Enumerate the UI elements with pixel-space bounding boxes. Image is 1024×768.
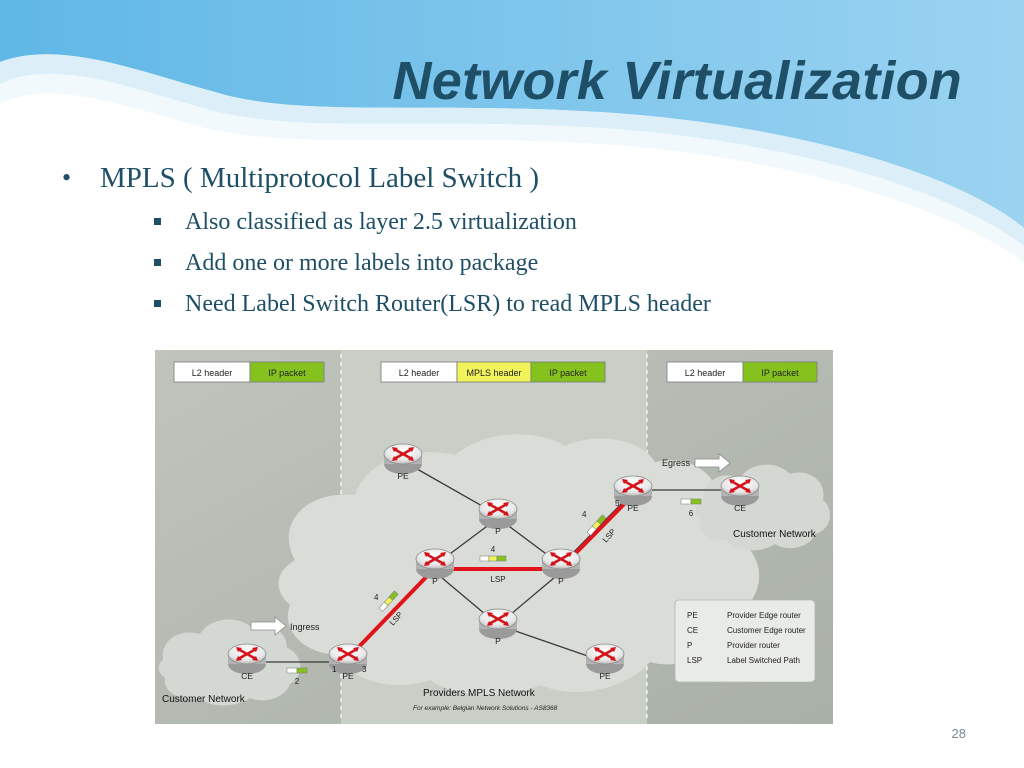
label-ce-right: CE: [734, 503, 746, 513]
sub-bullet-3: Need Label Switch Router(LSR) to read MP…: [145, 284, 711, 325]
p-bottom-router: [477, 607, 519, 641]
bullet-list: MPLS ( Multiprotocol Label Switch ) Also…: [60, 158, 711, 325]
label-p-left: P: [432, 576, 438, 586]
ingress-label: Ingress: [290, 622, 320, 632]
ce-right-router: [719, 474, 761, 508]
p-top-router: [477, 497, 519, 531]
sub-bullet-1: Also classified as layer 2.5 virtualizat…: [145, 202, 711, 243]
header-middle-l2: L2 header: [399, 368, 440, 378]
pe-egress-router: [612, 474, 654, 508]
label-p-top: P: [495, 526, 501, 536]
lsp-label-core: LSP: [490, 575, 505, 584]
ingress-arrow: Ingress: [250, 616, 320, 636]
label-p-bottom: P: [495, 636, 501, 646]
header-right-ip: IP packet: [761, 368, 799, 378]
customer-network-right-label: Customer Network: [733, 529, 817, 540]
p-left-router: [414, 547, 456, 581]
legend-desc-ce: Customer Edge router: [727, 626, 806, 635]
label-pe-bottom-right: PE: [599, 671, 611, 681]
pe-bottom-right-router: [584, 642, 626, 676]
packet-4-egress: [586, 514, 607, 536]
label-pe-egress: PE: [627, 503, 639, 513]
packet-6: 6: [680, 498, 702, 518]
legend-abbr-ce: CE: [687, 626, 698, 635]
sub-bullet-2: Add one or more labels into package: [145, 243, 711, 284]
label-ce-left: CE: [241, 671, 253, 681]
p-right-router: [540, 547, 582, 581]
packet-number-4-ingress: 4: [374, 593, 379, 602]
label-pe-top: PE: [397, 471, 409, 481]
slide-title: Network Virtualization: [392, 51, 962, 111]
packet-number-2: 2: [295, 677, 300, 686]
header-right: L2 header IP packet: [666, 361, 818, 383]
header-middle-ip: IP packet: [549, 368, 587, 378]
legend: PE Provider Edge router CE Customer Edge…: [674, 599, 816, 683]
port-5: 5: [615, 499, 620, 508]
page-number: 28: [951, 726, 966, 741]
header-left-l2: L2 header: [192, 368, 233, 378]
legend-desc-pe: Provider Edge router: [727, 611, 801, 620]
legend-abbr-p: P: [687, 641, 692, 650]
packet-4-core: [479, 555, 507, 562]
legend-abbr-pe: PE: [687, 611, 698, 620]
sub-bullet-list: Also classified as layer 2.5 virtualizat…: [100, 202, 711, 325]
customer-network-left-label: Customer Network: [162, 694, 246, 705]
header-left: L2 header IP packet: [173, 361, 325, 383]
footnote: For example: Belgian Network Solutions -…: [413, 705, 558, 712]
legend-abbr-lsp: LSP: [687, 656, 702, 665]
port-3: 3: [362, 665, 367, 674]
port-1: 1: [332, 665, 337, 674]
ce-left-router: [226, 642, 268, 676]
providers-network-label: Providers MPLS Network: [423, 688, 536, 699]
egress-label: Egress: [662, 458, 691, 468]
bullet-text: MPLS ( Multiprotocol Label Switch ): [100, 162, 539, 194]
packet-number-4-egress: 4: [582, 510, 587, 519]
legend-desc-p: Provider router: [727, 641, 780, 650]
header-middle-mpls: MPLS header: [466, 368, 521, 378]
header-middle: L2 header MPLS header IP packet: [380, 361, 606, 383]
mpls-diagram: L2 header IP packet L2 header MPLS heade…: [155, 350, 833, 724]
header-right-l2: L2 header: [685, 368, 726, 378]
header-left-ip: IP packet: [268, 368, 306, 378]
label-p-right: P: [558, 576, 564, 586]
packet-4-ingress: [378, 590, 399, 612]
egress-arrow: Egress: [662, 453, 731, 473]
pe-top-router: [382, 442, 424, 476]
label-pe-ingress: PE: [342, 671, 354, 681]
packet-number-6: 6: [689, 509, 694, 518]
legend-desc-lsp: Label Switched Path: [727, 656, 800, 665]
packet-2: 2: [286, 667, 308, 686]
bullet-mpls: MPLS ( Multiprotocol Label Switch ) Also…: [60, 158, 711, 325]
packet-number-4-core: 4: [491, 545, 496, 554]
